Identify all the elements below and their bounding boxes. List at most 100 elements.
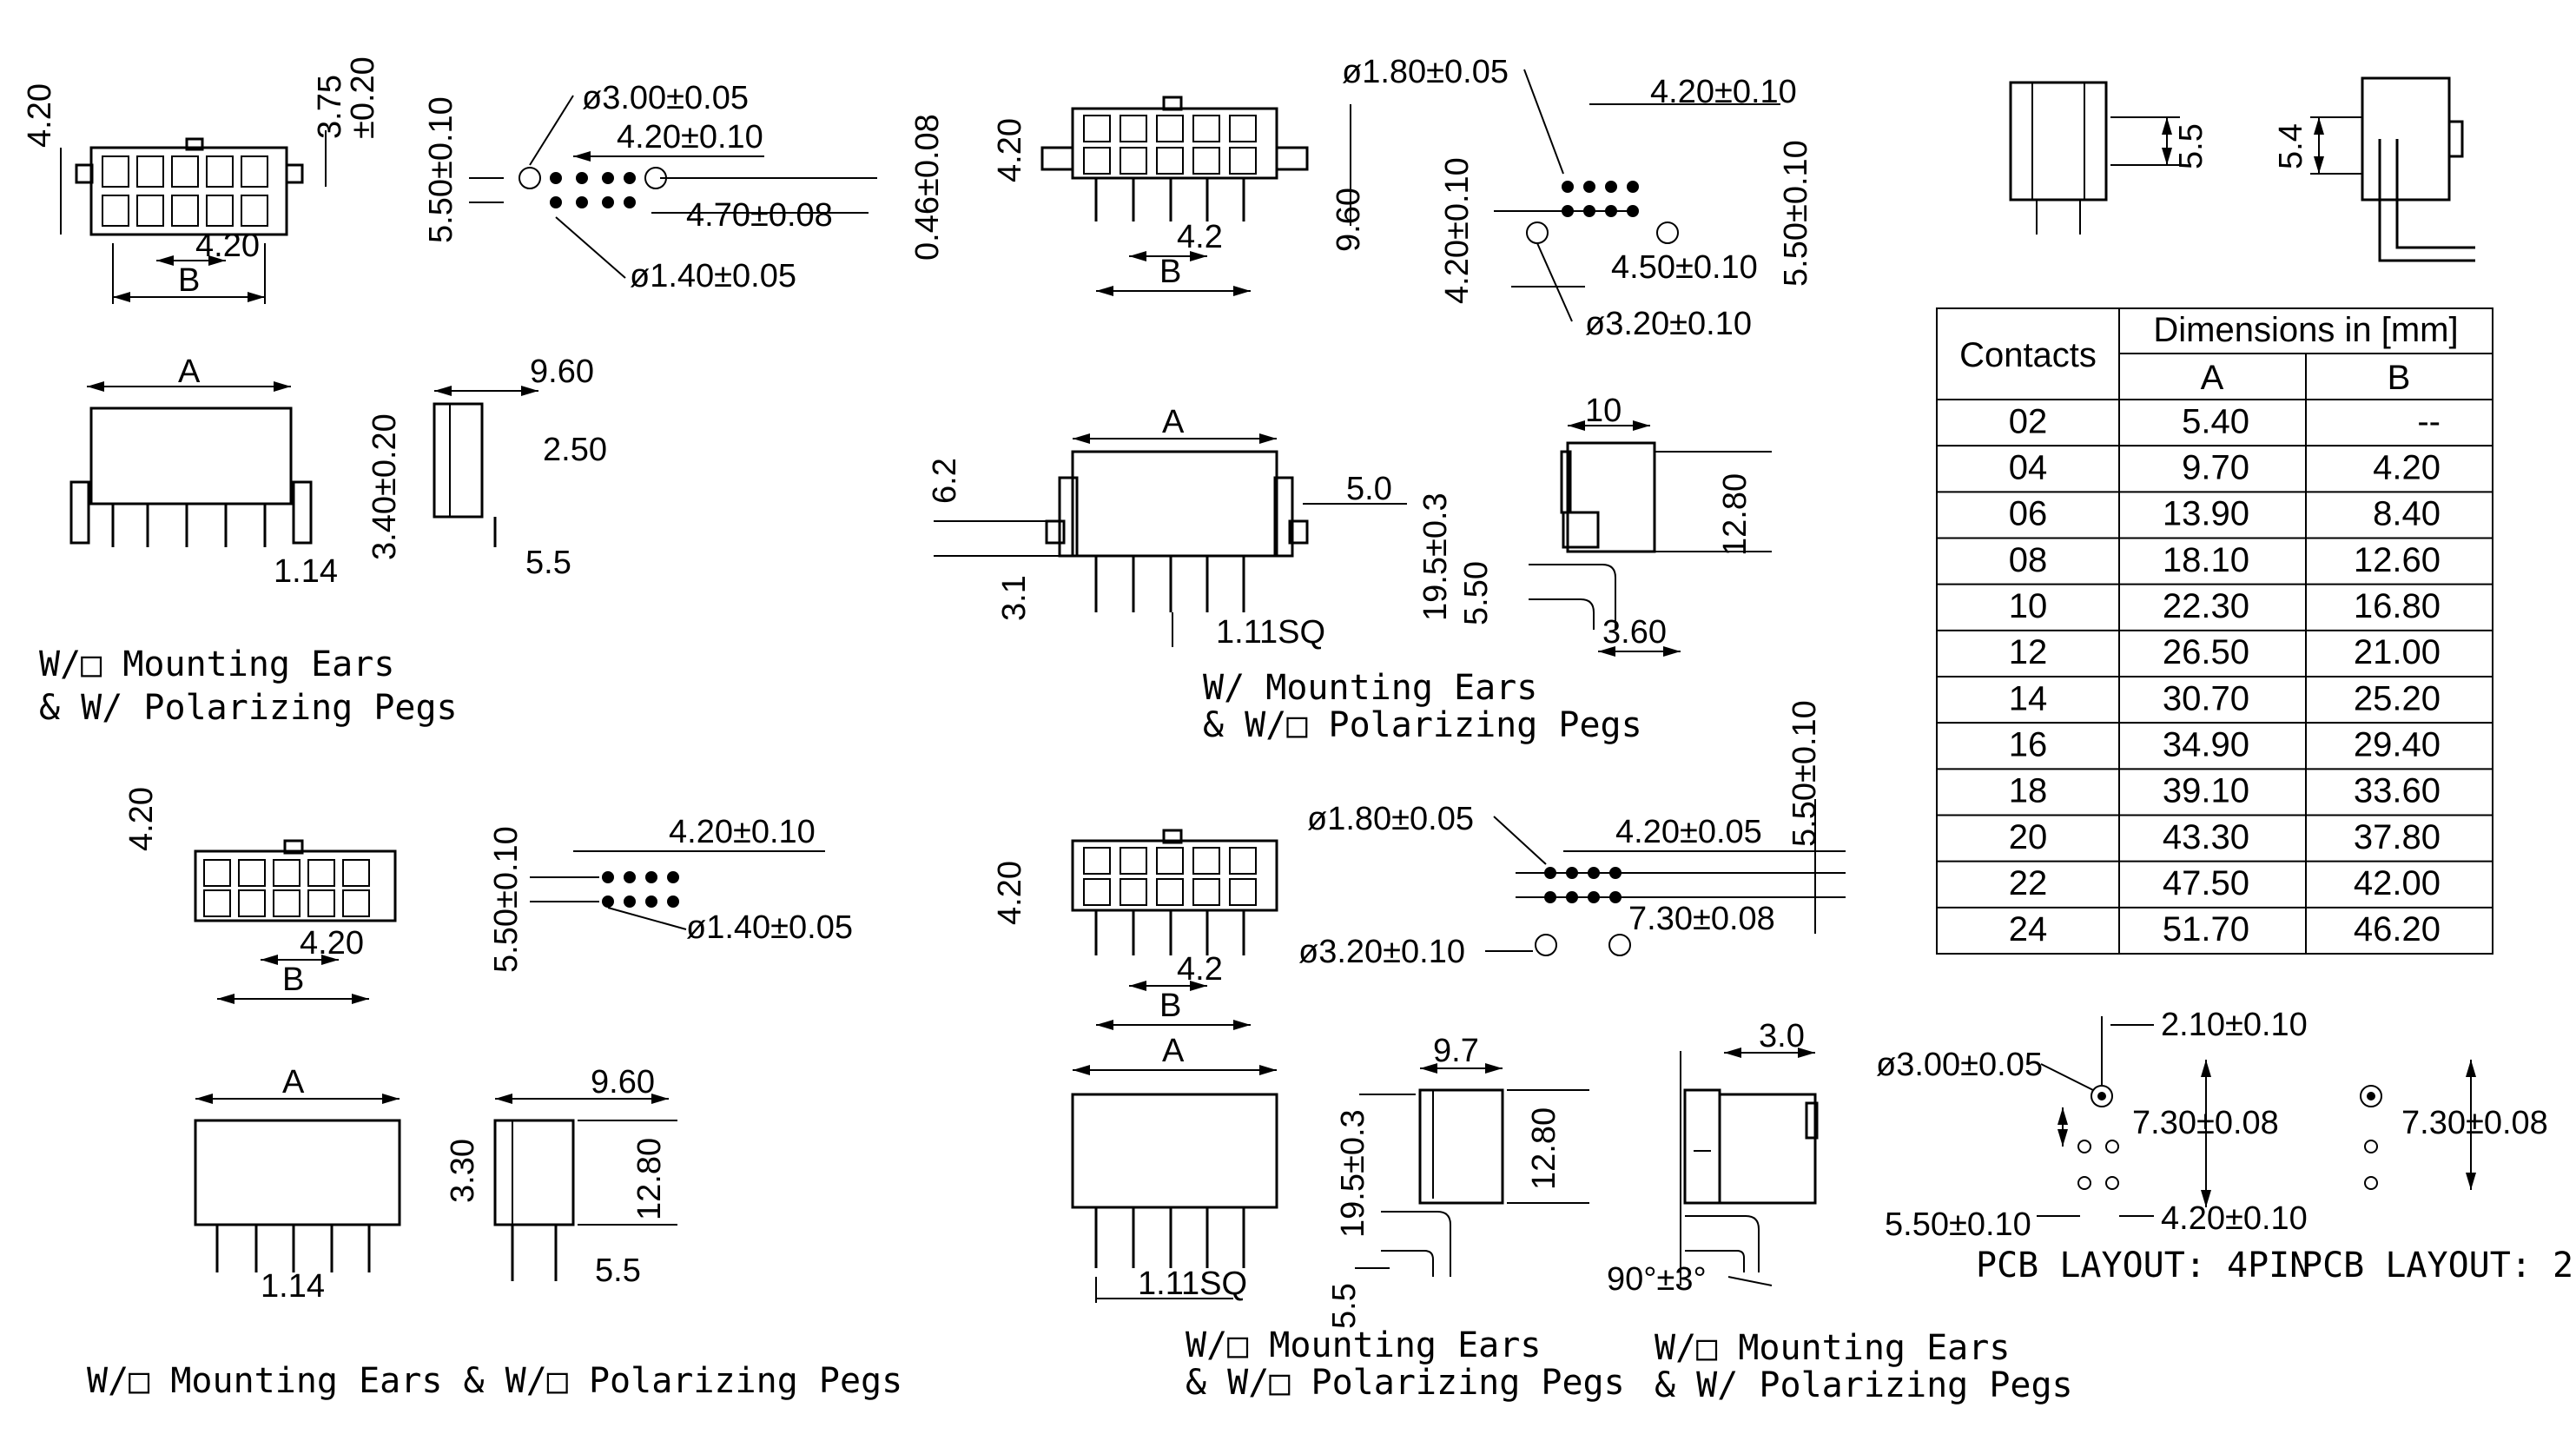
pcb-4pin-dim-5-50: 5.50±0.10 (1885, 1206, 2031, 1243)
top-right-views (2009, 76, 2475, 262)
bottom-left-dim-4-20-h: 4.20 (300, 925, 364, 962)
bottom-middle-front-view (1071, 829, 1278, 1030)
table-cell-a: 51.70 (2163, 910, 2249, 948)
bottom-middle-side-dim-5-5: 5.5 (1326, 1283, 1363, 1329)
top-left-pin-grid (102, 155, 268, 227)
top-left-pcb-dim-5-50: 5.50±0.10 (423, 96, 459, 243)
bottom-left-pcb-dim-hole: ø1.40±0.05 (686, 909, 853, 946)
top-middle-pcb-dim-pitch: 4.20±0.10 (1650, 74, 1797, 110)
table-cell-a: 9.70 (2182, 448, 2249, 486)
top-left-side-dim-5-5: 5.5 (525, 545, 571, 581)
bottom-left-pcb-dim-pitch: 4.20±0.10 (669, 814, 816, 850)
top-middle-pcb-dim-hole: ø3.20±0.10 (1585, 306, 1752, 342)
table-cell-b: 33.60 (2354, 772, 2441, 810)
top-middle-side-dim-3-1: 3.1 (996, 575, 1033, 621)
table-cell-contacts: 06 (2009, 495, 2048, 533)
table-cell-b: -- (2417, 402, 2441, 440)
table-cell-contacts: 02 (2009, 402, 2048, 440)
top-middle-side-dim-6-2: 6.2 (927, 458, 963, 504)
top-left-pcb-layout (469, 95, 877, 279)
table-cell-b: 4.20 (2373, 448, 2441, 486)
top-middle-side-dim-12-80: 12.80 (1717, 473, 1754, 556)
bottom-middle-side-dim-1-11sq: 1.11SQ (1138, 1266, 1247, 1302)
bottom-left-dim-4-20-v: 4.20 (123, 787, 160, 851)
top-left-side-dim-9-60: 9.60 (530, 354, 594, 390)
top-middle-pcb-dim-4-50: 4.50±0.10 (1611, 249, 1758, 286)
table-cell-b: 8.40 (2373, 495, 2441, 533)
table-cell-a: 22.30 (2163, 587, 2249, 625)
top-left-caption-line-2: & W/ Polarizing Pegs (39, 688, 458, 728)
bottom-middle-side-dim-9-7: 9.7 (1433, 1033, 1479, 1069)
top-left-side-dim-3-40: 3.40±0.20 (367, 413, 403, 560)
pcb-4pin-dim-hole: ø3.00±0.05 (1876, 1047, 2043, 1083)
top-left-pcb-dim-pin-hole: ø1.40±0.05 (630, 258, 796, 294)
table-cell-b: 25.20 (2354, 679, 2441, 717)
bottom-middle-side-view (1071, 1063, 1589, 1303)
bottom-left-pcb-dim-5-50: 5.50±0.10 (488, 826, 525, 973)
bottom-right-caption-line-2: & W/ Polarizing Pegs (1655, 1365, 2073, 1405)
table-cell-a: 39.10 (2163, 772, 2249, 810)
top-middle-caption-line-1: W/ Mounting Ears (1203, 668, 1537, 708)
bottom-middle-side-dim-a: A (1162, 1033, 1185, 1069)
table-cell-contacts: 18 (2009, 772, 2048, 810)
bottom-left-side-view (194, 1094, 677, 1281)
top-middle-side-dim-5-50: 5.50 (1458, 561, 1495, 625)
bottom-middle-pcb-layout (1485, 799, 1846, 956)
top-left-pcb-dim-4-70: 4.70±0.08 (686, 197, 833, 234)
table-cell-contacts: 24 (2009, 910, 2048, 948)
top-right-dim-5-5: 5.5 (2173, 123, 2209, 169)
top-left-pcb-dim-hole: ø3.00±0.05 (582, 80, 749, 116)
bottom-left-side-dim-5-5: 5.5 (595, 1252, 641, 1289)
top-middle-side-dim-3-60: 3.60 (1602, 614, 1667, 651)
bottom-middle-caption-line-1: W/□ Mounting Ears (1186, 1325, 1541, 1365)
bottom-middle-dim-b: B (1159, 988, 1181, 1024)
table-cell-b: 37.80 (2354, 818, 2441, 856)
pcb-4pin-label: PCB LAYOUT: 4PIN (1976, 1246, 2310, 1285)
table-cell-contacts: 22 (2009, 864, 2048, 902)
top-middle-side-dim-5-0: 5.0 (1346, 471, 1392, 507)
top-middle-pcb-dim-4-20-v: 4.20±0.10 (1439, 157, 1476, 304)
table-cell-b: 16.80 (2354, 587, 2441, 625)
bottom-right-dim-angle: 90°±3° (1607, 1261, 1707, 1298)
top-left-pcb-dim-0-46: 0.46±0.08 (909, 114, 946, 261)
pcb-layout-four-pin (2037, 1016, 2211, 1217)
table-cell-a: 34.90 (2163, 725, 2249, 763)
table-cell-b: 46.20 (2354, 910, 2441, 948)
bottom-middle-side-dim-19-5: 19.5±0.3 (1335, 1109, 1371, 1238)
top-middle-pcb-dim-5-50: 5.50±0.10 (1778, 140, 1814, 287)
table-cell-b: 42.00 (2354, 864, 2441, 902)
top-middle-pcb-layout (1494, 69, 1780, 322)
top-middle-side-dim-19-5: 19.5±0.3 (1417, 492, 1454, 621)
pcb-2pin-label: PCB LAYOUT: 2PIN (2302, 1246, 2576, 1285)
bottom-middle-dim-4-2: 4.2 (1177, 951, 1223, 988)
table-header-b: B (2388, 359, 2411, 397)
bottom-middle-pcb-dim-5-50: 5.50±0.10 (1787, 700, 1823, 847)
bottom-middle-side-dim-12-80: 12.80 (1526, 1107, 1562, 1190)
bottom-middle-pcb-dim-pitch: 4.20±0.05 (1615, 814, 1762, 850)
top-middle-side-view (934, 420, 1772, 657)
top-middle-dim-4-20: 4.20 (992, 118, 1028, 182)
bottom-right-caption-line-1: W/□ Mounting Ears (1655, 1328, 2010, 1368)
bottom-left-dim-b: B (282, 962, 304, 998)
bottom-left-front-view (194, 839, 397, 1004)
table-cell-a: 18.10 (2163, 541, 2249, 579)
pcb-4pin-dim-2-10: 2.10±0.10 (2161, 1007, 2308, 1043)
pcb-4pin-dim-7-30: 7.30±0.08 (2132, 1105, 2279, 1141)
pcb-2pin-dim-7-30: 7.30±0.08 (2401, 1105, 2548, 1141)
top-middle-side-dim-10: 10 (1585, 393, 1622, 429)
top-middle-caption-line-2: & W/□ Polarizing Pegs (1203, 705, 1642, 745)
bottom-left-side-dim-3-30: 3.30 (445, 1139, 481, 1203)
table-cell-b: 29.40 (2354, 725, 2441, 763)
bottom-right-side-view (1680, 1048, 1819, 1286)
table-cell-a: 26.50 (2163, 633, 2249, 671)
table-cell-b: 21.00 (2354, 633, 2441, 671)
table-cell-contacts: 16 (2009, 725, 2048, 763)
top-left-caption-line-1: W/□ Mounting Ears (39, 644, 394, 684)
top-middle-front-view (1040, 96, 1351, 296)
table-header-a: A (2201, 359, 2224, 397)
bottom-middle-dim-4-20: 4.20 (992, 861, 1028, 925)
bottom-left-side-dim-a: A (282, 1064, 305, 1100)
